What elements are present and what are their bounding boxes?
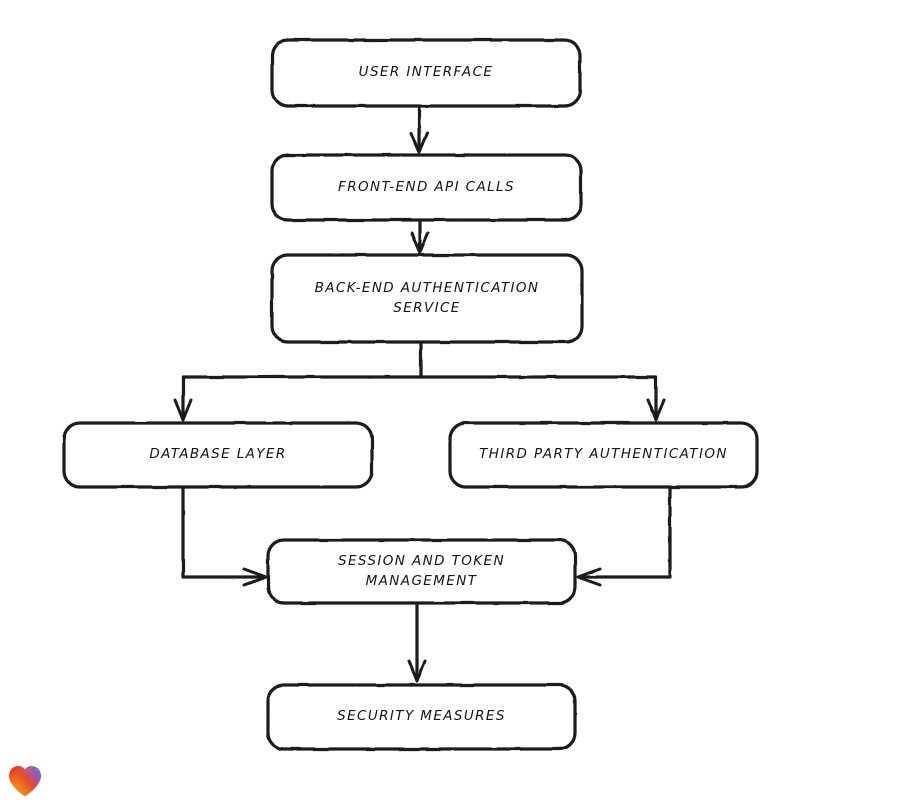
edge-backend-to-database <box>173 375 193 422</box>
edge-database-to-session <box>181 486 268 587</box>
edge-ui-to-frontend <box>409 105 429 154</box>
edge-frontend-to-backend <box>410 219 430 254</box>
heart-icon <box>8 766 42 797</box>
node-box-front-end-api-calls[interactable] <box>270 153 583 222</box>
node-box-security-measures[interactable] <box>266 683 577 751</box>
edge-thirdparty-to-session <box>576 486 672 587</box>
node-box-third-party-authentication[interactable] <box>448 421 759 489</box>
node-box-user-interface[interactable] <box>270 38 582 108</box>
node-box-session-and-token-management[interactable] <box>266 538 577 605</box>
node-box-back-end-authentication-service[interactable] <box>270 253 584 344</box>
node-box-database-layer[interactable] <box>62 421 374 489</box>
edge-session-to-security <box>407 602 427 683</box>
edge-backend-split-trunk <box>181 341 658 379</box>
edge-backend-to-thirdparty <box>646 375 666 422</box>
